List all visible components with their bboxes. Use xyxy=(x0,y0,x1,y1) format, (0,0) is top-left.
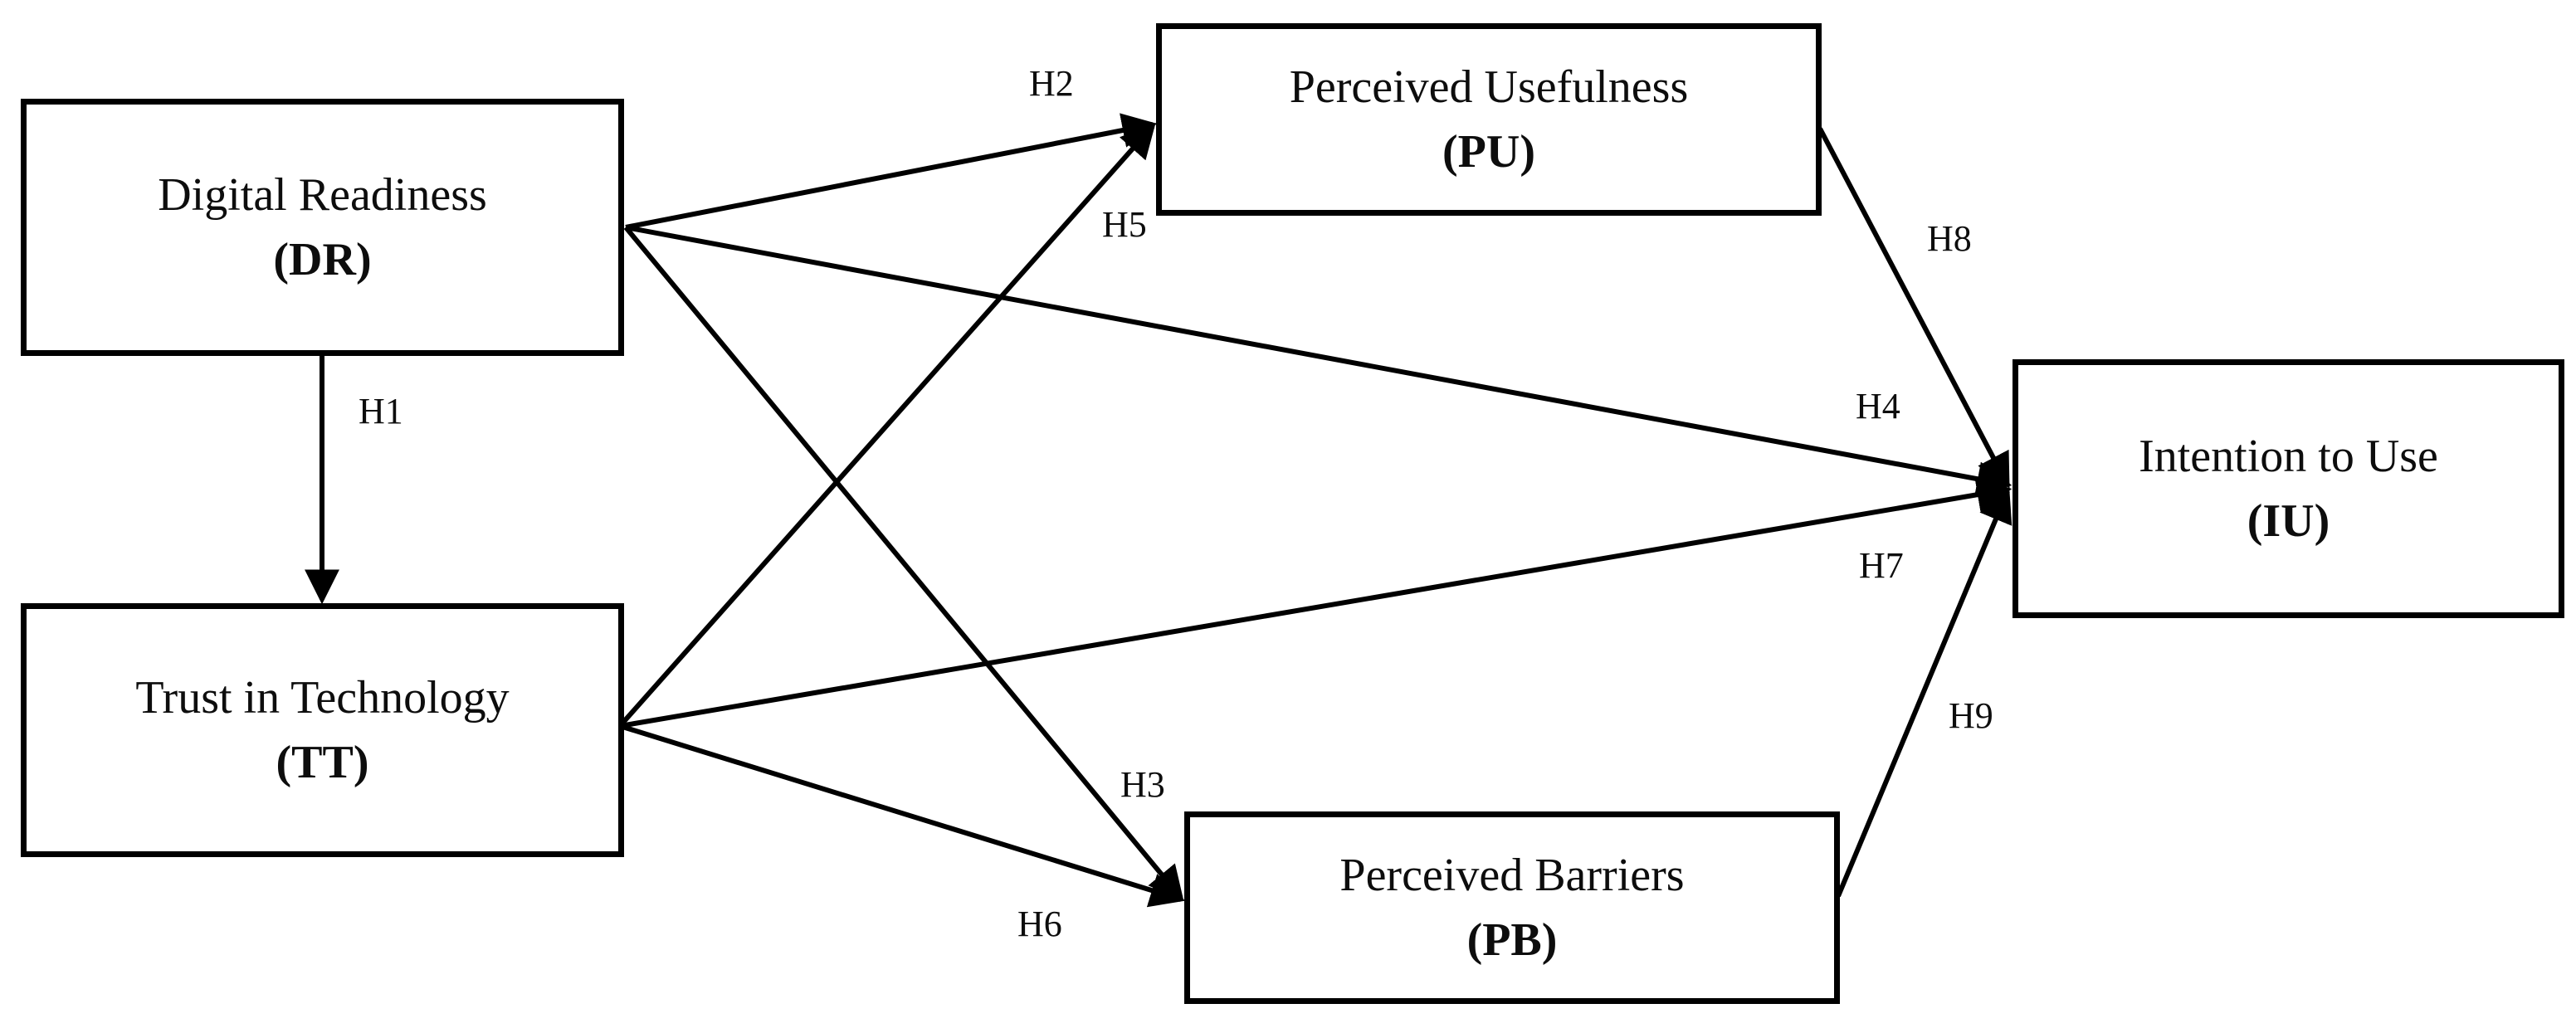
node-label-abbrev: (TT) xyxy=(276,737,369,788)
node-label-name: Digital Readiness xyxy=(158,168,487,221)
node-label-name: Perceived Usefulness xyxy=(1289,61,1689,113)
edge-h6 xyxy=(619,724,1186,908)
node-label-abbrev: (IU) xyxy=(2247,495,2330,547)
edge-label-h1: H1 xyxy=(359,391,403,431)
node-label-abbrev: (PU) xyxy=(1442,126,1535,178)
node-label-name: Trust in Technology xyxy=(135,671,510,724)
edge-label-h6: H6 xyxy=(1017,904,1062,944)
edge-label-h9: H9 xyxy=(1949,695,1993,736)
edge-h5 xyxy=(617,122,1156,728)
node-intention-to-use[interactable]: Intention to Use (IU) xyxy=(2013,359,2564,618)
edge-h2 xyxy=(625,113,1158,230)
edge-label-h3: H3 xyxy=(1120,764,1165,805)
node-trust-in-technology[interactable]: Trust in Technology (TT) xyxy=(21,603,624,857)
edge-h4 xyxy=(625,225,2013,496)
edge-label-h2: H2 xyxy=(1029,63,1074,104)
edge-h9 xyxy=(1836,487,2013,898)
edge-lines xyxy=(305,113,2013,908)
edge-h3 xyxy=(623,226,1184,902)
node-label-name: Intention to Use xyxy=(2139,430,2438,482)
node-perceived-usefulness[interactable]: Perceived Usefulness (PU) xyxy=(1156,23,1822,216)
edge-label-h4: H4 xyxy=(1856,386,1900,426)
edge-label-h8: H8 xyxy=(1927,218,1972,259)
node-digital-readiness[interactable]: Digital Readiness (DR) xyxy=(21,99,624,356)
edge-h7 xyxy=(619,477,2013,728)
node-label-abbrev: (PB) xyxy=(1466,914,1558,966)
edge-h8 xyxy=(1817,127,2010,489)
node-label-name: Perceived Barriers xyxy=(1339,849,1685,901)
edge-label-h7: H7 xyxy=(1859,545,1904,586)
node-label-abbrev: (DR) xyxy=(273,234,372,285)
edge-label-h5: H5 xyxy=(1102,204,1147,245)
node-perceived-barriers[interactable]: Perceived Barriers (PB) xyxy=(1184,811,1840,1004)
